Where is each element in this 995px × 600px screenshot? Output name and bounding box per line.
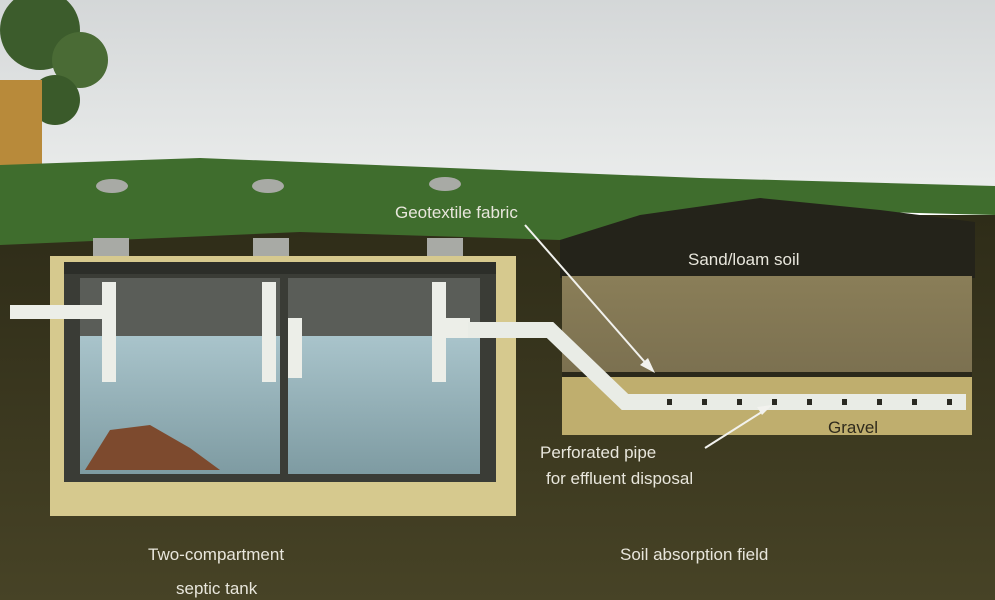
sand-loam-layer	[562, 276, 972, 376]
label-sand-loam-soil: Sand/loam soil	[688, 250, 800, 269]
grass	[0, 158, 995, 245]
label-septic-tank: septic tank	[176, 579, 258, 598]
perforated-arrow	[704, 407, 769, 449]
label-gravel: Gravel	[828, 418, 878, 437]
tank-divider	[280, 278, 288, 474]
geotextile-fabric	[562, 372, 972, 377]
tree-icon	[0, 0, 108, 125]
soil-mound	[560, 198, 975, 278]
label-two-compartment: Two-compartment	[148, 545, 284, 564]
label-geotextile-fabric: Geotextile fabric	[395, 203, 518, 222]
perforations	[667, 399, 952, 405]
tank-pipes	[10, 282, 470, 382]
label-perforated-pipe: Perforated pipe	[540, 443, 656, 462]
access-lids	[93, 177, 463, 260]
outlet-pipe	[468, 322, 966, 410]
label-effluent-disposal: for effluent disposal	[546, 469, 693, 488]
arrow-head-icon	[640, 358, 655, 373]
label-soil-absorption-field: Soil absorption field	[620, 545, 768, 564]
septic-tank	[50, 256, 516, 516]
arrow-head-icon	[757, 405, 772, 415]
geotextile-arrow	[524, 224, 651, 369]
